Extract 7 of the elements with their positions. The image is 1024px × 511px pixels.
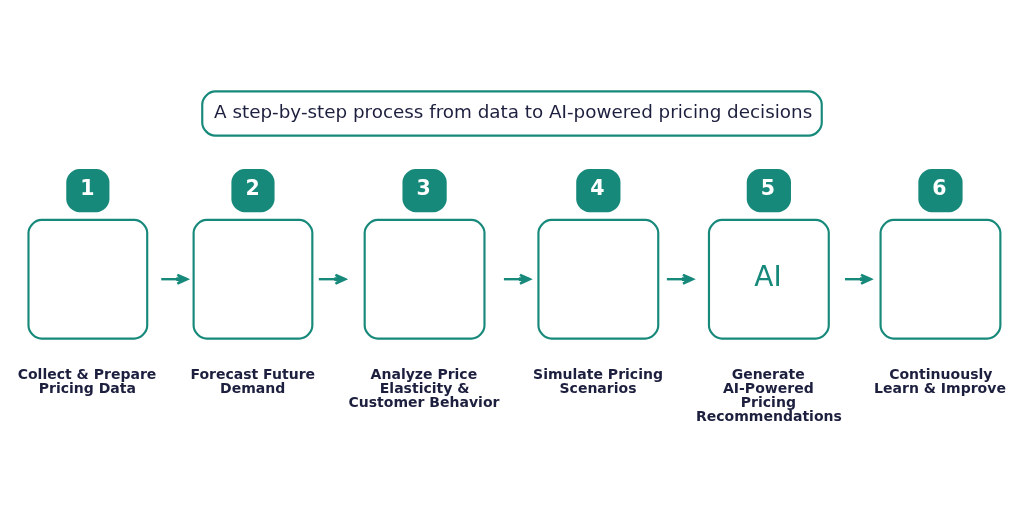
node-label: Continuously Learn & Improve bbox=[874, 365, 1006, 396]
node-label: Generate AI-Powered Pricing Recommendations bbox=[696, 365, 842, 424]
node-label: Forecast Future Demand bbox=[190, 365, 316, 396]
node-label: Simulate Pricing Scenarios bbox=[533, 365, 663, 396]
node-label: Collect & Prepare Pricing Data bbox=[17, 365, 157, 396]
diagram-title: A step-by-step process from data to AI-powered pricing decisions bbox=[214, 100, 813, 122]
node-label: Analyze Price Elasticity & Customer Behavior bbox=[348, 365, 500, 410]
